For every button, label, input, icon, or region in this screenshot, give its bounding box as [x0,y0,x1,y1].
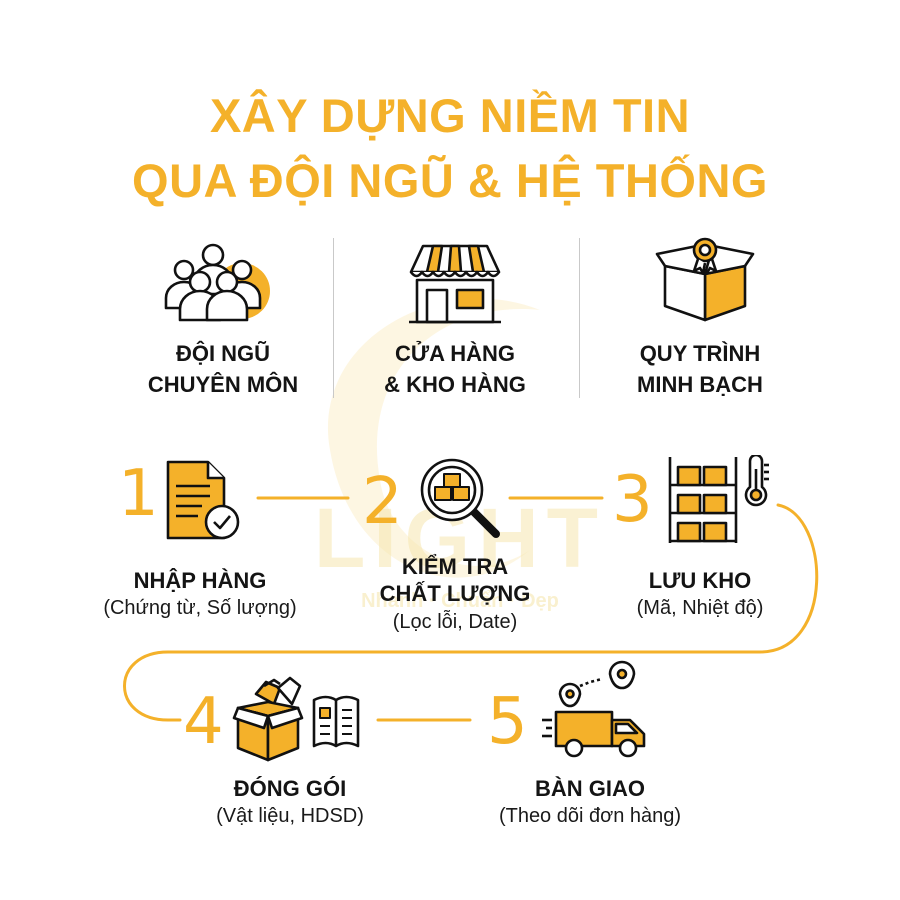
watermark-tagline: Nhanh · Chuẩn · Đẹp [361,590,559,612]
step-number: 2 [362,465,403,539]
step-subtitle: (Vật liệu, HDSD) [216,805,364,827]
pillar-label-line: MINH BẠCH [637,372,763,397]
step-number: 3 [612,463,653,537]
pillar-label-team: ĐỘI NGŨ CHUYÊN MÔN [83,338,363,400]
pillar-label-line: ĐỘI NGŨ [175,341,271,366]
storefront-icon [405,242,505,326]
team-icon [160,236,270,326]
step-title: NHẬP HÀNG [133,568,267,593]
pillar-label-line: & KHO HÀNG [384,372,526,397]
step-title: KIỂM TRA CHẤT LƯỢNG [330,553,580,607]
pillar-divider [579,238,580,398]
pillar-label-line: CỬA HÀNG [394,341,516,366]
step-title: BÀN GIAO [535,776,645,801]
pillar-label-process: QUY TRÌNH MINH BẠCH [560,338,840,400]
packing-box-manual-icon [232,676,362,766]
step-title-line: KIỂM TRA [401,554,509,579]
step-number: 1 [118,457,159,531]
step-subtitle: (Lọc lỗi, Date) [392,611,518,633]
open-box-icon [655,234,755,324]
step-subtitle: (Chứng từ, Số lượng) [103,597,297,619]
step-subtitle: (Mã, Nhiệt độ) [636,597,764,619]
page-title-line-2: QUA ĐỘI NGŨ & HỆ THỐNG [132,154,768,207]
step-title: LƯU KHO [648,568,752,593]
document-check-icon [162,458,248,544]
step-number: 4 [183,685,224,759]
step-number: 5 [487,685,528,759]
page-title-line-1: XÂY DỰNG NIỀM TIN [209,89,691,142]
step-title-line: CHẤT LƯỢNG [379,581,531,606]
pillar-label-store: CỬA HÀNG & KHO HÀNG [315,338,595,400]
delivery-truck-icon [540,660,650,762]
step-subtitle: (Theo dõi đơn hàng) [498,805,682,827]
shelf-thermometer-icon [664,455,776,547]
pillar-label-line: CHUYÊN MÔN [147,372,299,397]
step-title: ĐÓNG GÓI [233,776,347,801]
pillar-divider [333,238,334,398]
magnifier-boxes-icon [416,454,506,544]
pillar-label-line: QUY TRÌNH [639,341,761,366]
